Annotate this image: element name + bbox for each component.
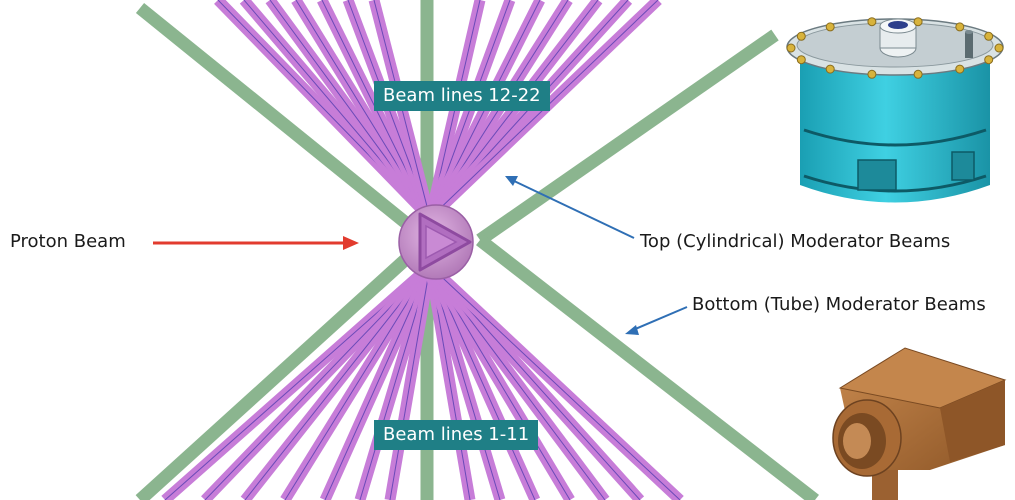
bolt-6: [825, 64, 835, 74]
target-icon: [398, 204, 474, 280]
tube-moderator-icon: [832, 347, 1007, 500]
bolt-8: [786, 43, 796, 53]
bolt-5: [867, 69, 877, 79]
green-beam-3: [135, 235, 432, 500]
beam-lines-top-tag: Beam lines 12-22: [374, 81, 550, 111]
top-moderator-label: Top (Cylindrical) Moderator Beams: [640, 231, 951, 252]
cylindrical-moderator-icon: [786, 18, 1004, 203]
bolt-9: [796, 31, 806, 41]
bolt-13: [955, 22, 965, 32]
beam-lines-bottom-tag: Beam lines 1-11: [374, 420, 539, 450]
bolt-4: [913, 69, 923, 79]
bolt-7: [796, 55, 806, 65]
bolt-10: [825, 22, 835, 32]
proton-beam-label: Proton Beam: [10, 231, 126, 252]
green-beam-4: [476, 29, 779, 246]
moderator-bolts: [786, 17, 1004, 79]
green-beam-2: [135, 2, 432, 246]
bolt-3: [955, 64, 965, 74]
bottom-moderator-beams: [135, 0, 819, 500]
bolt-14: [984, 31, 994, 41]
bolt-1: [994, 43, 1004, 53]
bolt-11: [867, 17, 877, 27]
bolt-12: [913, 17, 923, 27]
bottom-moderator-label: Bottom (Tube) Moderator Beams: [692, 294, 986, 315]
proton-beam-arrow: [153, 236, 359, 250]
green-beam-5: [476, 234, 819, 500]
bottom-moderator-pointer: [625, 306, 688, 335]
bolt-2: [984, 55, 994, 65]
top-moderator-pointer: [505, 176, 635, 239]
